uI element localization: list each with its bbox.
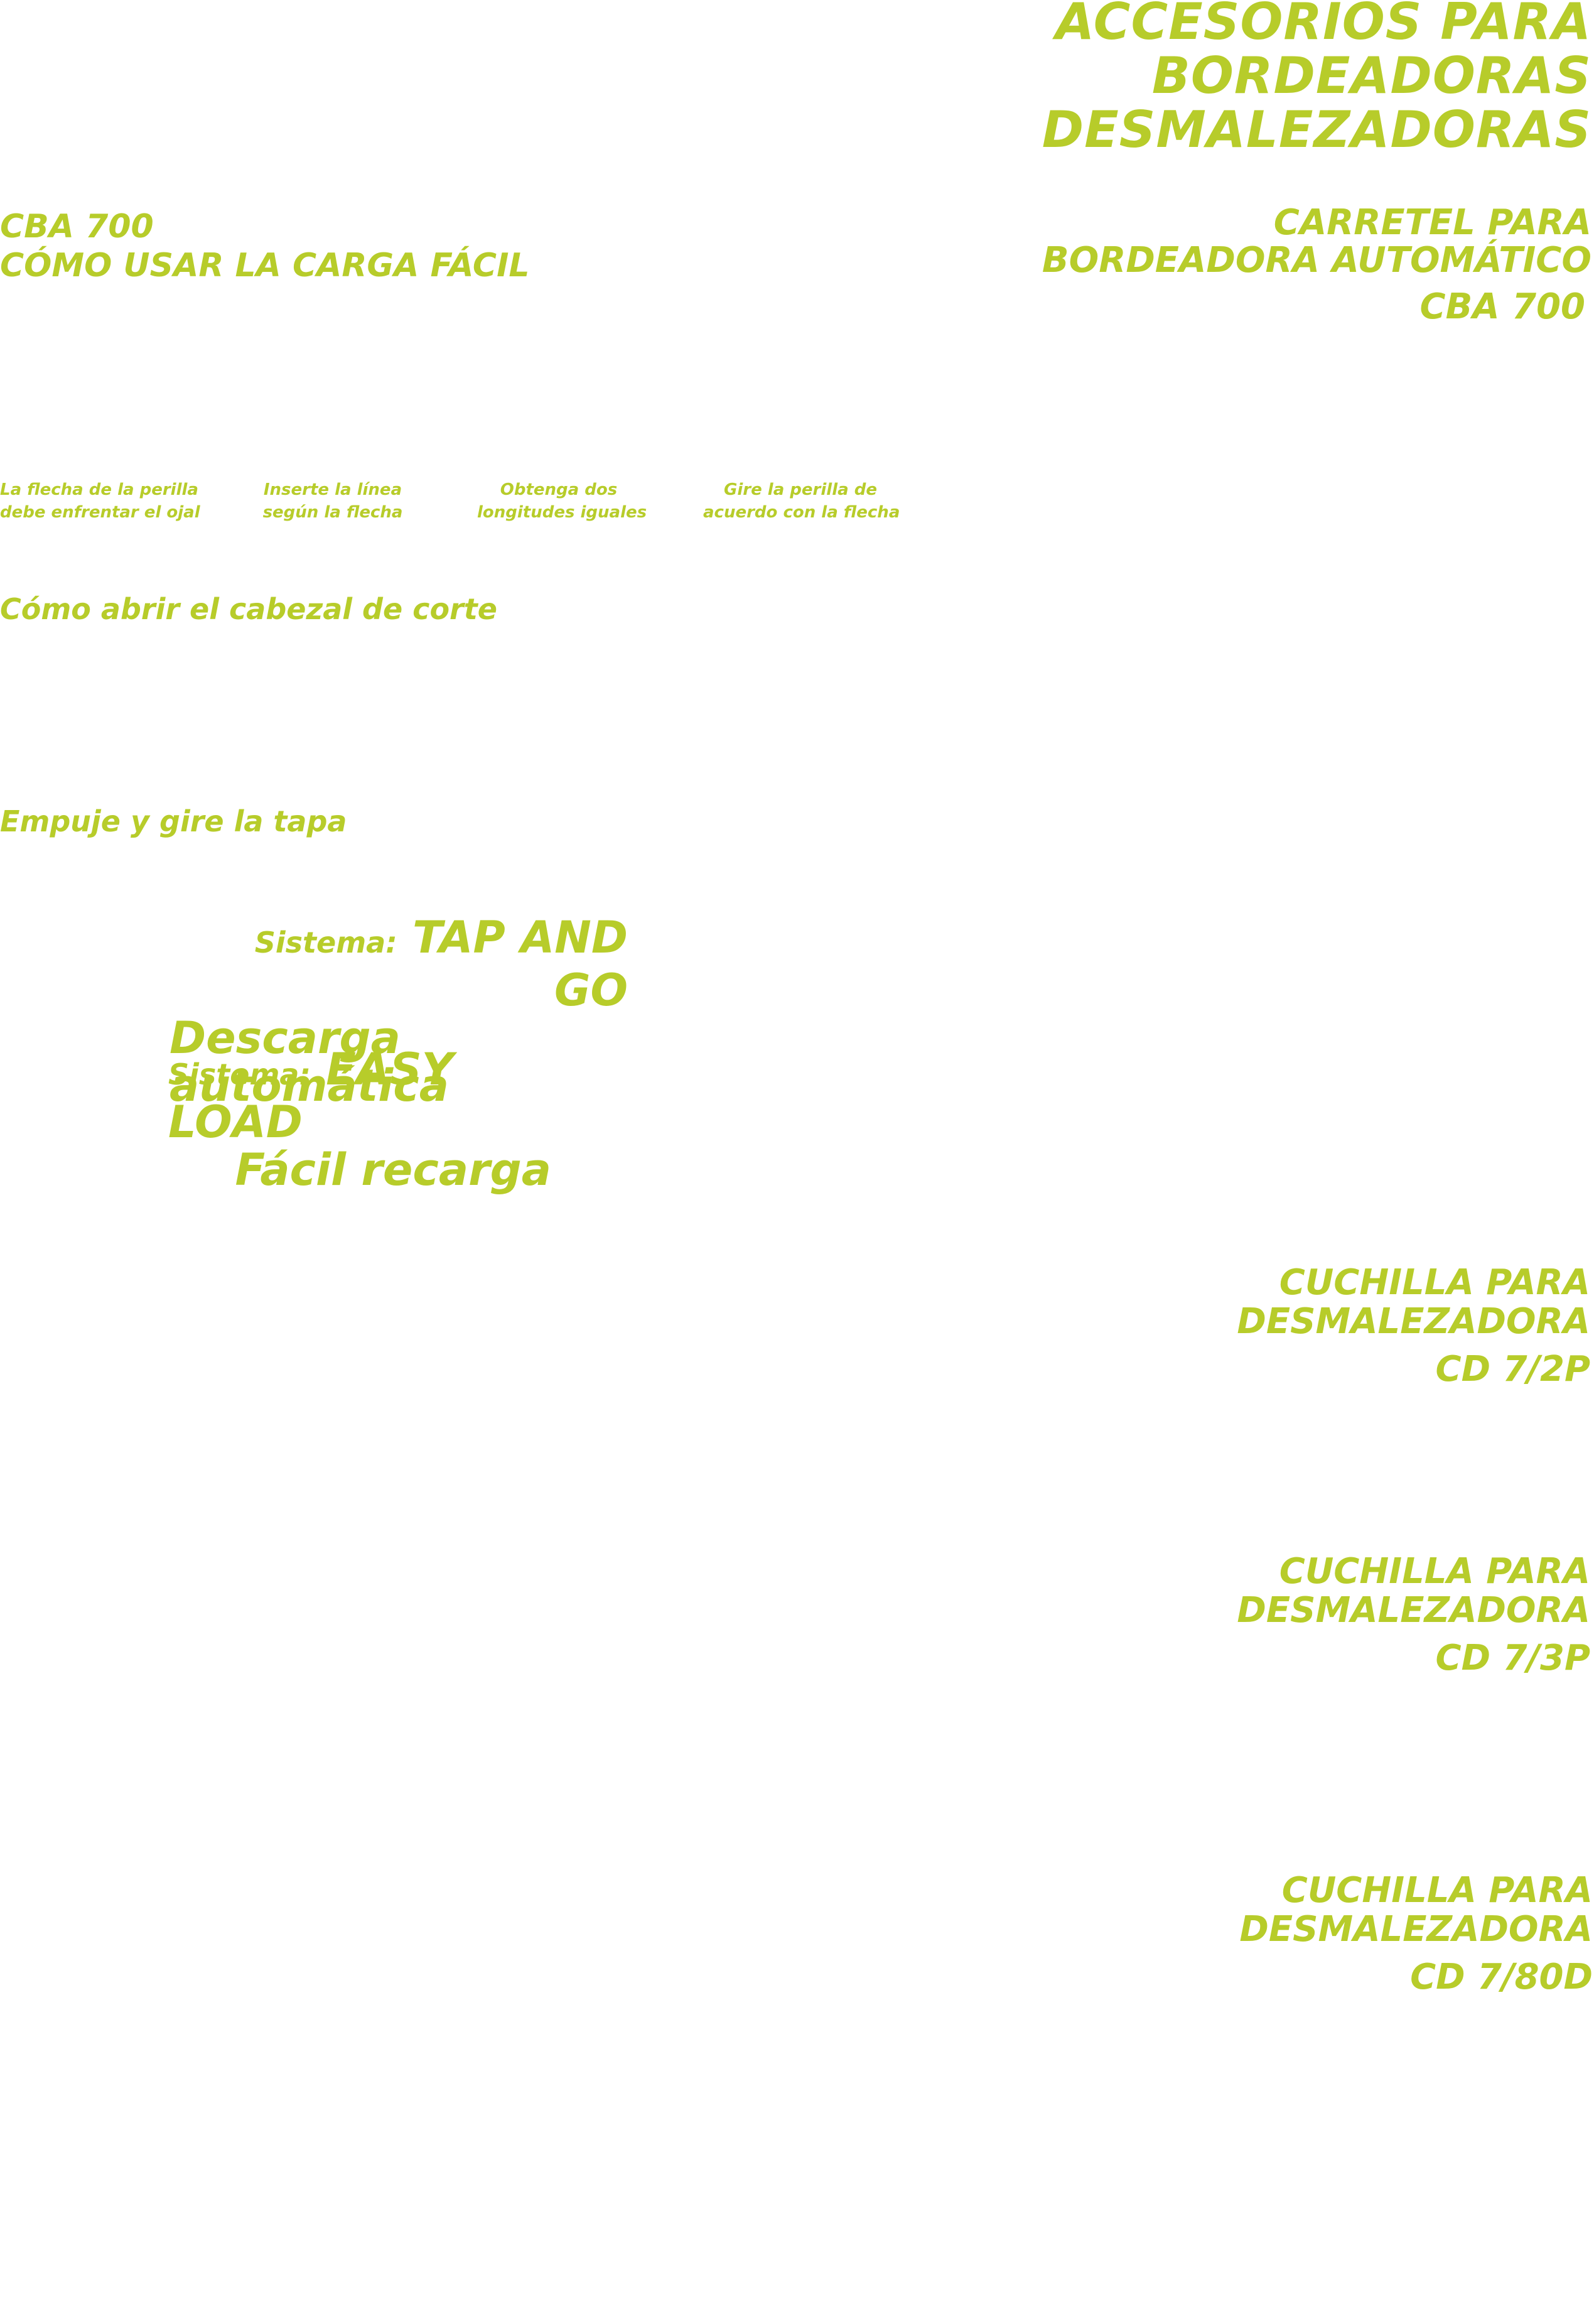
blade-1-code: CD 7/2P	[1435, 1349, 1590, 1390]
step-4-line-1: Gire la perilla de	[724, 480, 877, 499]
step-caption-2: Inserte la línea según la flecha	[248, 478, 417, 524]
step-caption-3: Obtenga dos longitudes iguales	[477, 478, 647, 524]
carretel-product-heading: CARRETEL PARA BORDEADORA AUTOMÁTICO CBA …	[1042, 204, 1591, 326]
title-line-2: BORDEADORAS	[1151, 46, 1591, 105]
blade-product-2: CUCHILLA PARA DESMALEZADORA CD 7/3P	[1237, 1552, 1590, 1678]
blade-2-line-2: DESMALEZADORA	[1237, 1590, 1590, 1631]
easy-load-prefix: Sistema:	[168, 1057, 311, 1091]
carretel-line-2: BORDEADORA AUTOMÁTICO	[1042, 240, 1591, 281]
step-caption-1: La flecha de la perilla debe enfrentar e…	[0, 478, 200, 524]
easy-load-row: Sistema: EASY LOAD	[168, 1046, 551, 1146]
tap-go-row: Sistema: TAP AND GO	[170, 914, 628, 1014]
cba-usage-heading: CBA 700 CÓMO USAR LA CARGA FÁCIL	[0, 207, 530, 285]
cba-model: CBA 700	[0, 208, 154, 246]
tap-go-name: TAP AND GO	[412, 912, 628, 1016]
step-3-line-1: Obtenga dos	[500, 480, 618, 499]
step-2-line-1: Inserte la línea	[263, 480, 402, 499]
easy-load-desc: Fácil recarga	[235, 1144, 551, 1196]
open-head-heading: Cómo abrir el cabezal de corte	[0, 592, 497, 626]
step-1-line-2: debe enfrentar el ojal	[0, 503, 200, 522]
carretel-code: CBA 700	[1419, 286, 1585, 327]
step-1-line-1: La flecha de la perilla	[0, 480, 198, 499]
carretel-line-1: CARRETEL PARA	[1273, 202, 1591, 243]
step-3-line-2: longitudes iguales	[477, 503, 647, 522]
tap-go-desc: Descarga automática	[170, 1012, 449, 1111]
tap-go-prefix: Sistema:	[254, 926, 397, 959]
page-title: ACCESORIOS PARA BORDEADORAS DESMALEZADOR…	[1042, 0, 1591, 157]
push-turn-caption: Empuje y gire la tapa	[0, 804, 347, 838]
blade-product-3: CUCHILLA PARA DESMALEZADORA CD 7/80D	[1239, 1871, 1593, 1997]
blade-1-line-2: DESMALEZADORA	[1237, 1301, 1590, 1342]
cba-subtitle: CÓMO USAR LA CARGA FÁCIL	[0, 247, 530, 284]
blade-2-line-1: CUCHILLA PARA	[1279, 1551, 1590, 1592]
blade-3-line-1: CUCHILLA PARA	[1281, 1870, 1593, 1911]
blade-3-code: CD 7/80D	[1410, 1957, 1593, 1997]
blade-product-1: CUCHILLA PARA DESMALEZADORA CD 7/2P	[1237, 1263, 1590, 1389]
step-2-line-2: según la flecha	[262, 503, 403, 522]
title-line-3: DESMALEZADORAS	[1042, 100, 1591, 159]
step-4-line-2: acuerdo con la flecha	[703, 503, 900, 522]
blade-3-line-2: DESMALEZADORA	[1239, 1909, 1593, 1950]
system-tap-and-go: Sistema: TAP AND GO Descarga automática	[170, 914, 628, 1110]
blade-2-code: CD 7/3P	[1435, 1638, 1590, 1678]
step-caption-4: Gire la perilla de acuerdo con la flecha	[703, 478, 900, 524]
title-line-1: ACCESORIOS PARA	[1055, 0, 1591, 51]
blade-1-line-1: CUCHILLA PARA	[1279, 1262, 1590, 1303]
easy-load-name: EASY LOAD	[168, 1044, 454, 1148]
system-easy-load: Sistema: EASY LOAD Fácil recarga	[168, 1046, 551, 1194]
